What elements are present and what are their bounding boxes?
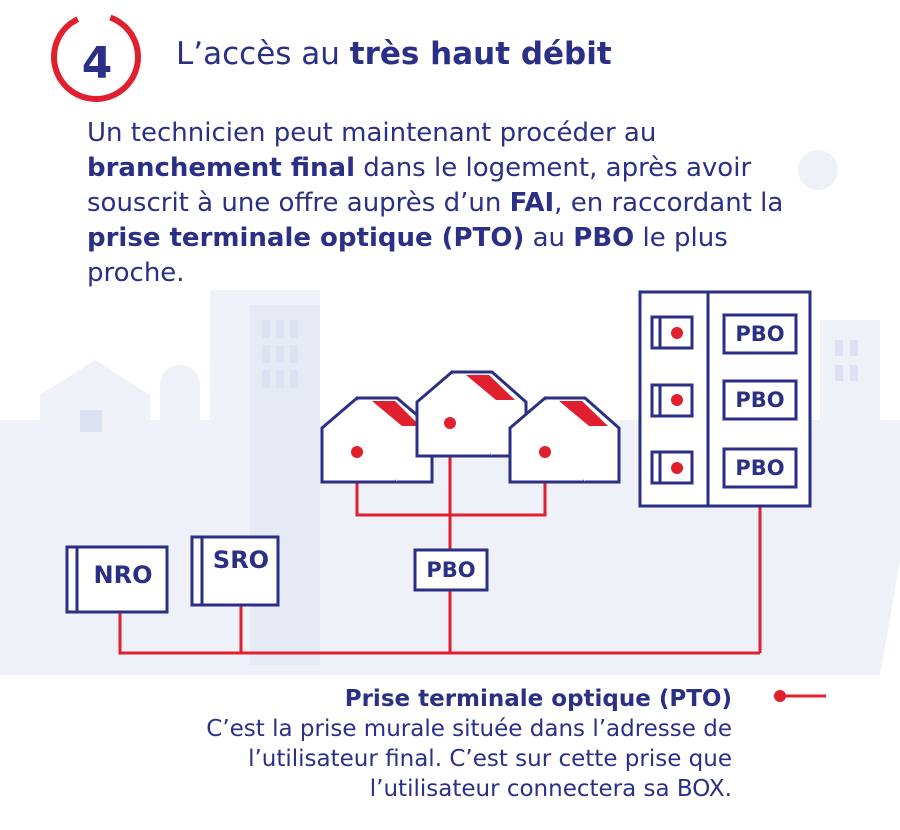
page-title: L’accès au très haut débit [176,36,612,72]
legend-description: C’est la prise murale située dans l’adre… [206,716,732,802]
step-badge-ring [51,12,141,102]
intro-bold-2: FAI [509,188,555,218]
pbo-street-label: PBO [426,558,476,582]
intro-text-2: dans le logement, après avoir souscrit à… [87,153,752,218]
building-pbo-label-3: PBO [735,456,785,480]
intro-bold-1: branchement final [87,153,355,183]
intro-bold-3: prise terminale optique (PTO) [87,223,525,253]
intro-paragraph: Un technicien peut maintenant procéder a… [87,116,827,291]
title-bold: très haut débit [349,36,612,72]
house-right [508,396,621,484]
network-boxes [65,535,489,614]
intro-text-3: , en raccordant la [554,188,784,218]
apartment-building [638,290,812,508]
house-left [320,396,434,484]
legend-title: Prise terminale optique (PTO) [344,686,732,712]
nro-label: NRO [93,561,153,589]
intro-text-5: le plus proche. [87,223,728,288]
intro-text-4: au [524,223,574,253]
intro-bold-4: PBO [573,223,635,253]
pto-dots [351,327,683,474]
title-prefix: L’accès au [176,36,350,72]
building-pbo-label-2: PBO [735,388,785,412]
pto-legend-icon [774,690,826,702]
sro-label: SRO [212,546,270,574]
pto-legend: Prise terminale optique (PTO) C’est la p… [132,684,732,804]
step-number: 4 [81,37,113,89]
building-pbo-label-1: PBO [735,322,785,346]
intro-text-1: Un technicien peut maintenant procéder a… [87,118,657,148]
